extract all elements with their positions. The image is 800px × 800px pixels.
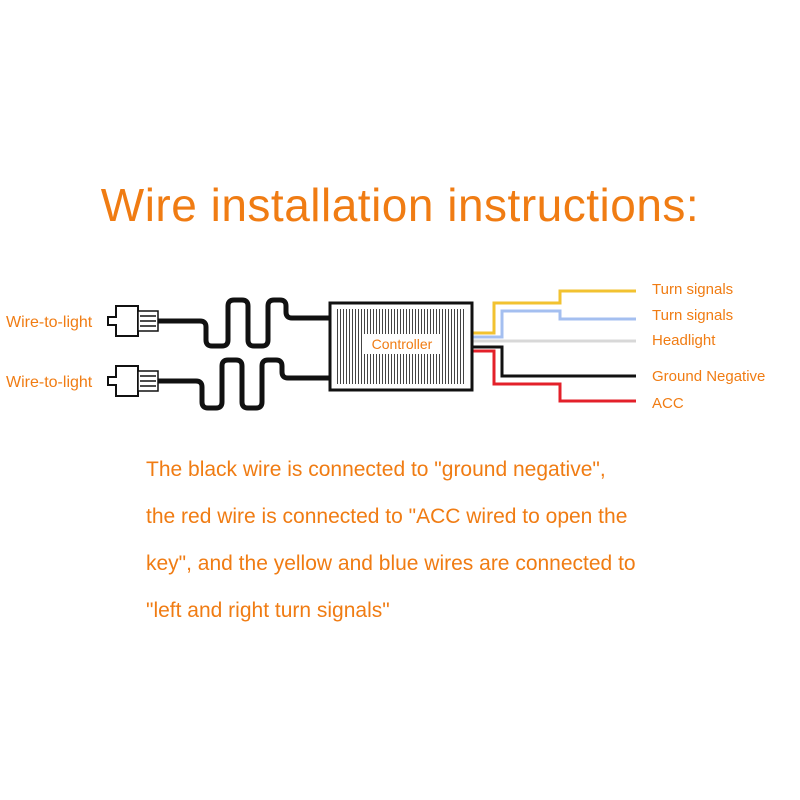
headlight-label: Headlight: [652, 332, 716, 349]
turn-signals-label-1: Turn signals: [652, 281, 733, 298]
wire-black-ground: [470, 345, 636, 378]
coiled-wire-2: [158, 357, 332, 411]
wire-yellow-turn-signal: [470, 289, 636, 335]
page-title: Wire installation instructions:: [100, 179, 700, 231]
instruction-line-2: the red wire is connected to "ACC wired …: [146, 505, 628, 528]
controller-label: Controller: [372, 336, 433, 352]
acc-label: ACC: [652, 395, 684, 412]
wire-to-light-label-2: Wire-to-light: [6, 374, 93, 391]
wire-to-light-label-1: Wire-to-light: [6, 314, 93, 331]
connector-plug-2: [107, 365, 159, 397]
instructions-text: The black wire is connected to "ground n…: [146, 446, 786, 634]
instruction-line-1: The black wire is connected to "ground n…: [146, 458, 606, 481]
turn-signals-label-2: Turn signals: [652, 307, 733, 324]
wire-red-acc: [470, 349, 636, 403]
instruction-line-4: "left and right turn signals": [146, 599, 390, 622]
instruction-line-3: key", and the yellow and blue wires are …: [146, 552, 636, 575]
connector-plug-1: [107, 305, 159, 337]
ground-negative-label: Ground Negative: [652, 368, 765, 385]
wire-blue-turn-signal: [470, 309, 636, 339]
controller-box: Controller: [328, 301, 474, 392]
coiled-wire-1: [158, 297, 332, 349]
